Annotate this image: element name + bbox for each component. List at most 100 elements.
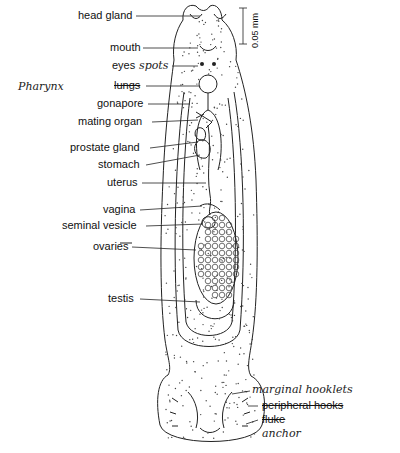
stipple-dot	[196, 35, 197, 36]
ovary-cell	[205, 271, 211, 277]
stipple-dot	[218, 19, 219, 20]
stipple-dot	[229, 66, 230, 67]
stipple-dot	[216, 47, 217, 48]
ovary-cell	[212, 278, 218, 284]
stipple-dot	[248, 170, 249, 171]
stipple-dot	[201, 158, 202, 159]
stipple-dot	[239, 354, 240, 355]
stipple-dot	[185, 390, 186, 391]
ovary-cell	[219, 215, 225, 221]
stipple-dot	[168, 186, 169, 187]
stipple-dot	[198, 219, 199, 220]
stipple-dot	[213, 438, 214, 439]
stipple-dot	[185, 277, 186, 278]
stipple-dot	[196, 103, 197, 104]
stipple-dot	[211, 328, 212, 329]
ovary-cell	[226, 285, 232, 291]
stipple-dot	[215, 413, 216, 414]
stipple-dot	[175, 233, 176, 234]
stipple-dot	[218, 211, 219, 212]
stipple-dot	[177, 187, 178, 188]
stipple-dot	[196, 83, 197, 84]
stipple-dot	[226, 402, 227, 403]
ovary-cell	[233, 264, 239, 270]
inner-outline-2	[183, 98, 236, 336]
stipple-dot	[193, 318, 194, 319]
stipple-dot	[190, 144, 191, 145]
stipple-dot	[215, 114, 216, 115]
part-label: ovaries	[93, 240, 128, 253]
stipple-dot	[185, 278, 186, 279]
stipple-dot	[169, 400, 170, 401]
stipple-dot	[178, 95, 179, 96]
body-outline	[158, 5, 265, 441]
stipple-dot	[193, 342, 194, 343]
part-label: testis	[108, 292, 134, 305]
stipple-dot	[216, 108, 217, 109]
stipple-dot	[214, 107, 215, 108]
stipple-dot	[223, 382, 224, 383]
stipple-dot	[214, 420, 215, 421]
stipple-dot	[202, 140, 203, 141]
ovary-cell	[226, 292, 232, 298]
stipple-dot	[189, 131, 190, 132]
stipple-dot	[227, 417, 228, 418]
stipple-dot	[189, 421, 190, 422]
stipple-dot	[183, 437, 184, 438]
part-label: seminal vesicle	[62, 219, 137, 232]
part-label: spots	[139, 59, 168, 72]
stipple-dot	[196, 173, 197, 174]
stipple-dot	[219, 167, 220, 168]
stipple-dot	[240, 118, 241, 119]
stipple-dot	[199, 212, 200, 213]
stipple-dot	[215, 386, 216, 387]
stipple-dot	[179, 259, 180, 260]
stipple-dot	[184, 202, 185, 203]
stipple-dot	[184, 257, 185, 258]
stipple-dot	[173, 297, 174, 298]
ovary-cell	[226, 229, 232, 235]
stipple-dot	[220, 31, 221, 32]
stipple-dot	[232, 282, 233, 283]
ovary-cell	[219, 243, 225, 249]
stipple-dot	[247, 287, 248, 288]
stipple-dot	[194, 328, 195, 329]
stipple-dot	[253, 316, 254, 317]
stipple-dot	[242, 229, 243, 230]
stipple-dot	[226, 360, 227, 361]
stipple-dot	[213, 145, 214, 146]
ovary-cell	[198, 264, 204, 270]
stipple-dot	[197, 337, 198, 338]
stipple-dot	[175, 388, 176, 389]
stipple-dot	[199, 37, 200, 38]
stipple-dot	[210, 325, 211, 326]
ovary-cell	[205, 250, 211, 256]
stipple-dot	[242, 149, 243, 150]
stipple-dot	[218, 360, 219, 361]
ovary-cell	[219, 229, 225, 235]
stipple-dot	[186, 229, 187, 230]
inner-outline	[175, 92, 243, 347]
stippling	[164, 19, 255, 439]
stipple-dot	[187, 317, 188, 318]
stipple-dot	[177, 101, 178, 102]
ovary-cell	[219, 236, 225, 242]
stipple-dot	[185, 267, 186, 268]
stipple-dot	[222, 307, 223, 308]
stipple-dot	[222, 171, 223, 172]
ovary-cell	[212, 250, 218, 256]
stipple-dot	[253, 374, 254, 375]
stipple-dot	[224, 161, 225, 162]
ovary-cell	[233, 271, 239, 277]
part-label: Pharynx	[18, 80, 64, 93]
stipple-dot	[243, 414, 244, 415]
stipple-dot	[253, 214, 254, 215]
stipple-dot	[203, 24, 204, 25]
stipple-dot	[168, 384, 169, 385]
ovary-cell	[212, 243, 218, 249]
stipple-dot	[191, 122, 192, 123]
stipple-dot	[205, 22, 206, 23]
stipple-dot	[194, 95, 195, 96]
stipple-dot	[234, 266, 235, 267]
part-label: stomach	[98, 158, 140, 171]
